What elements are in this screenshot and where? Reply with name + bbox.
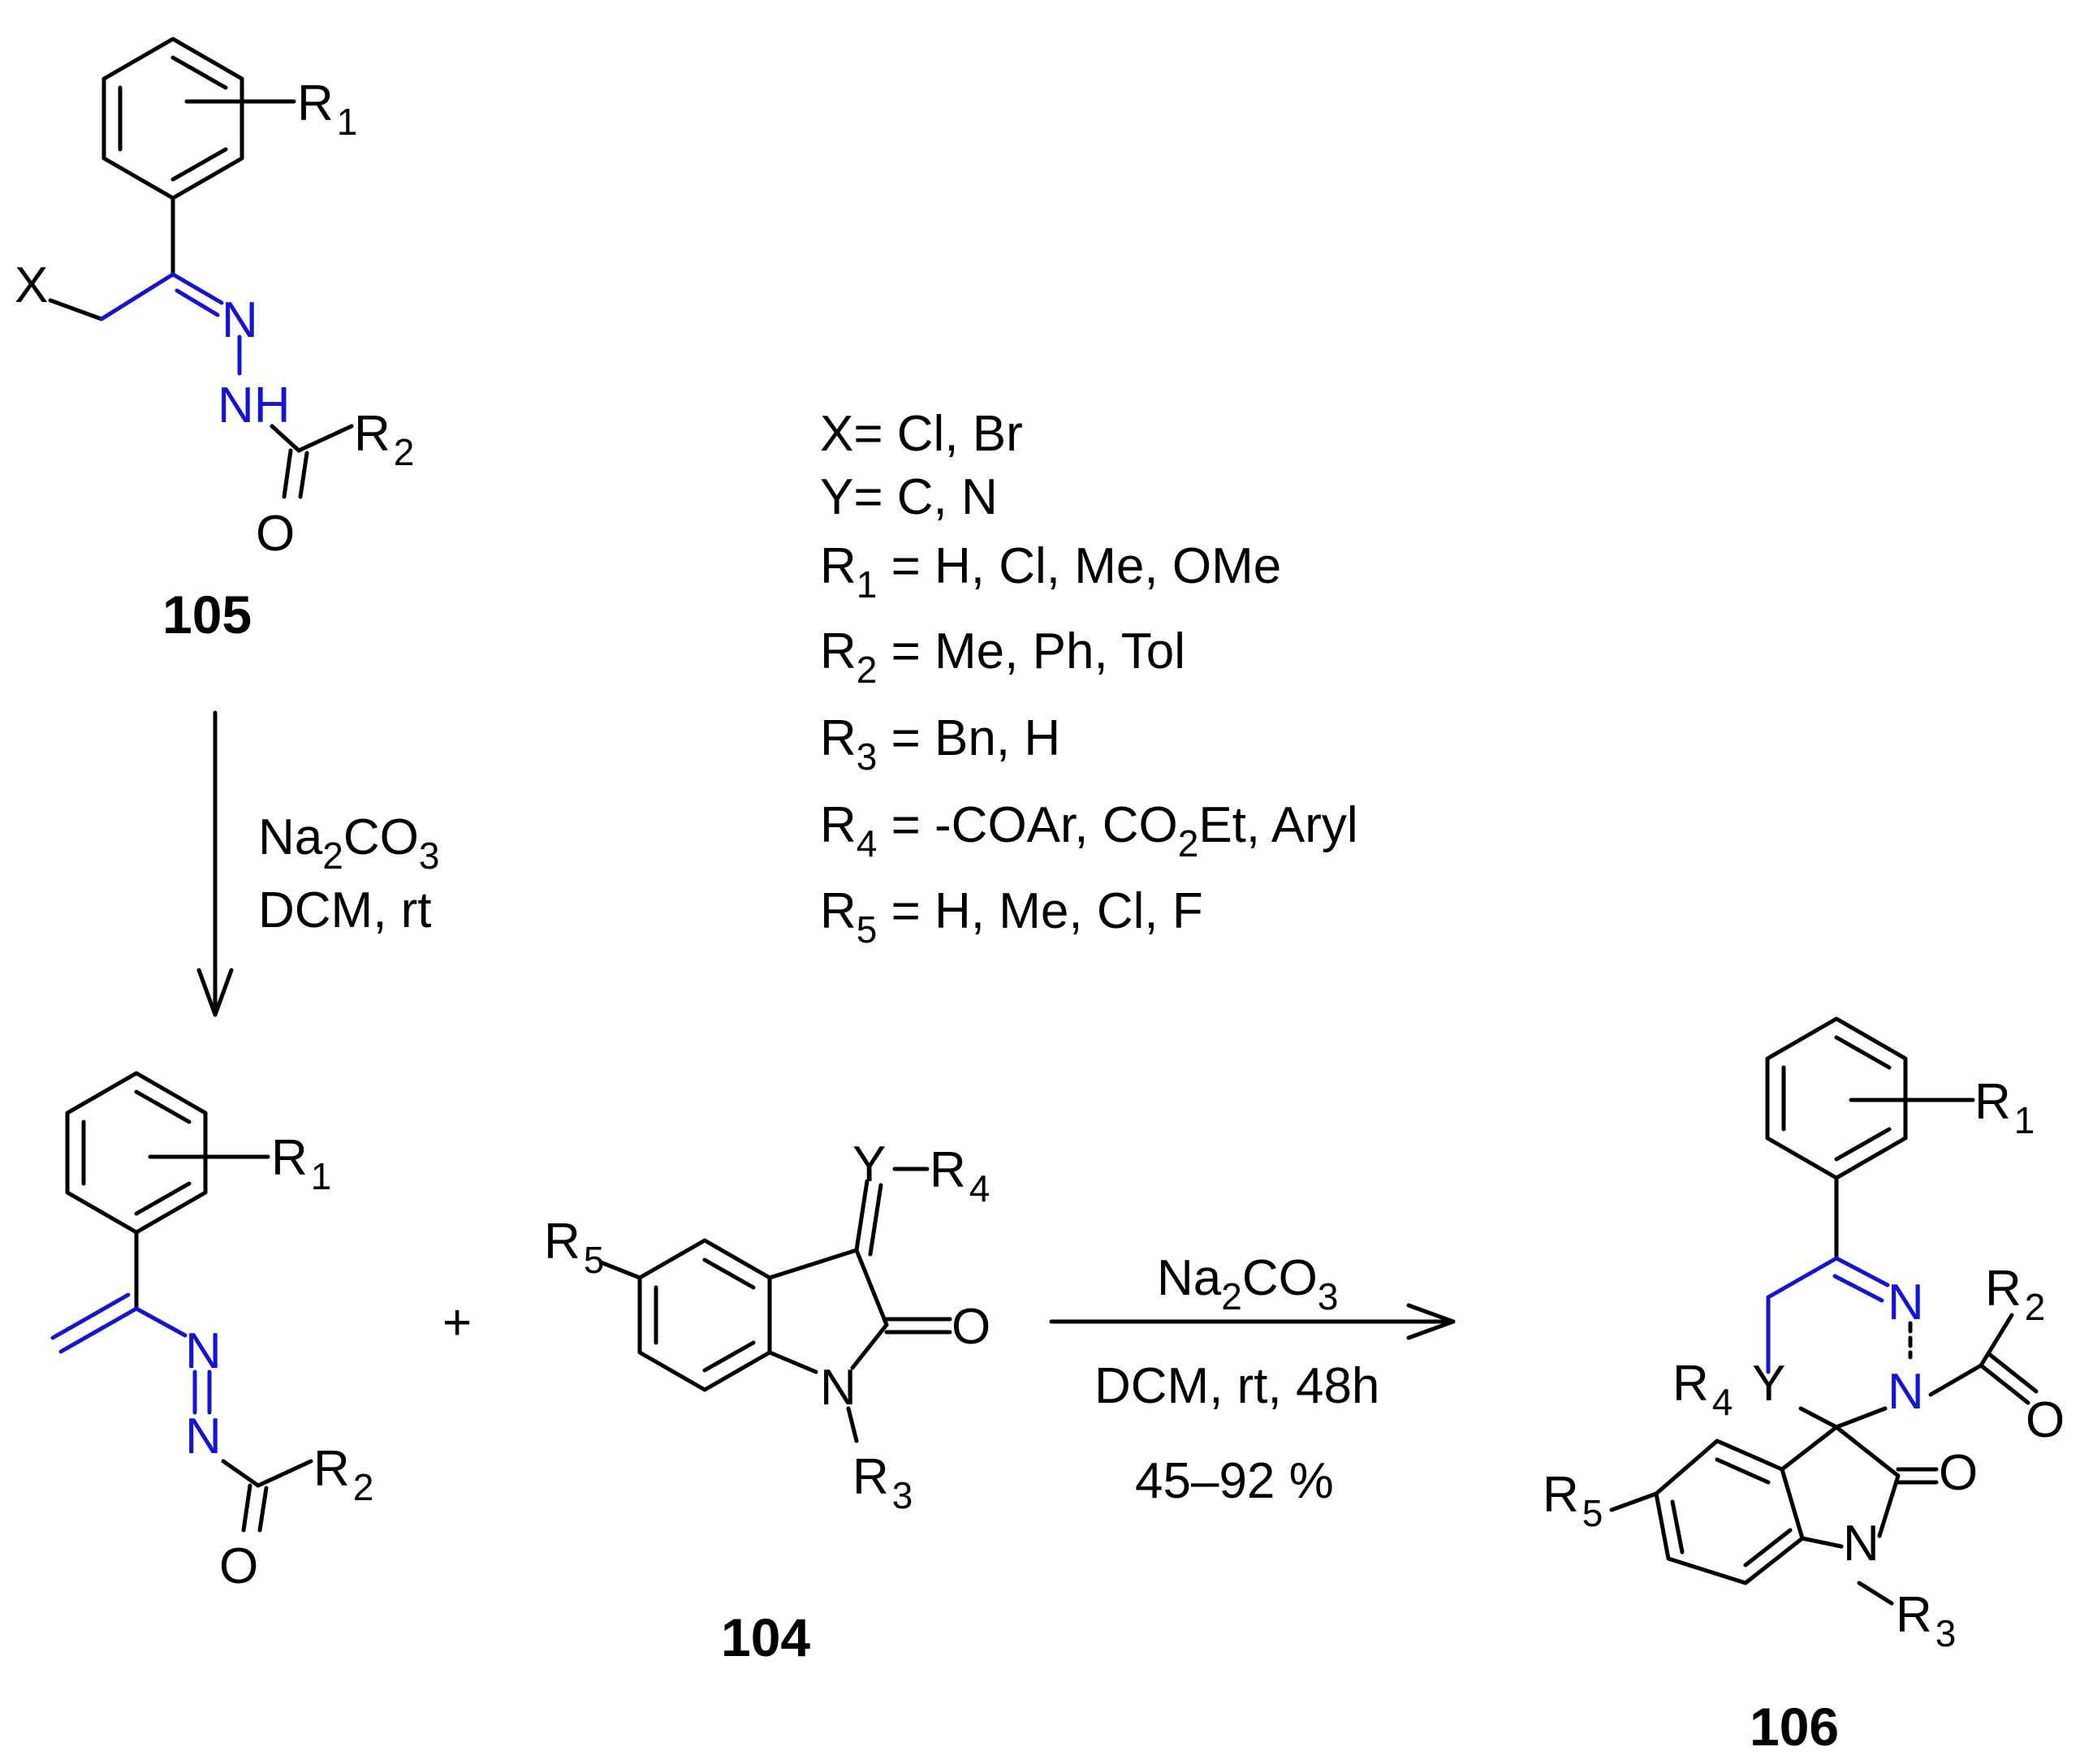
r1-label: R1 — [297, 75, 357, 143]
legend-r3: R3 = Bn, H — [820, 710, 1060, 778]
step2-reagent: Na2CO3 — [1157, 1250, 1338, 1318]
legend-r4: R4 = -COAr, CO2Et, Aryl — [820, 797, 1358, 865]
azoalkene-intermediate: R1 N N R2 O — [50, 1071, 373, 1594]
benzene-ring — [637, 1238, 772, 1392]
plus-sign: + — [442, 1295, 472, 1351]
r2-label: R2 — [354, 406, 414, 473]
r5-label: R5 — [544, 1214, 604, 1281]
benzene-ring — [101, 37, 244, 201]
r1-label: R1 — [1974, 1074, 2035, 1141]
carbonyl-o-label: O — [256, 506, 295, 562]
ring-n-label: N — [1888, 1364, 1924, 1420]
r4-label: R4 — [930, 1142, 990, 1210]
step2-arrow — [1049, 1303, 1456, 1340]
step1-reagent: Na2CO3 — [258, 809, 439, 877]
substituent-legend: X= Cl, Br Y= C, N R1 = H, Cl, Me, OMe R2… — [820, 406, 1358, 951]
step2-conditions: DCM, rt, 48h — [1094, 1358, 1379, 1414]
hydrazone-n-label: N — [1888, 1274, 1924, 1331]
carbonyl-o-label: O — [952, 1299, 990, 1355]
r4-label: R4 — [1672, 1356, 1733, 1423]
compound-106: R1 N N R2 O R4 Y O R5 N R3 106 — [1543, 1016, 2065, 1757]
imine-n-label: N — [222, 292, 258, 348]
compound-number-106: 106 — [1750, 1697, 1839, 1757]
step2-yield: 45–92 % — [1135, 1453, 1334, 1509]
legend-r1: R1 = H, Cl, Me, OMe — [820, 538, 1281, 606]
x-label: X — [15, 257, 48, 313]
r2-label: R2 — [1985, 1261, 2045, 1328]
compound-104: Y R4 R5 O N R3 104 — [544, 1136, 990, 1667]
r2-label: R2 — [313, 1441, 373, 1508]
legend-r5: R5 = H, Me, Cl, F — [820, 883, 1203, 951]
benzene-ring — [65, 1071, 208, 1235]
y-label: Y — [852, 1136, 886, 1193]
compound-number-104: 104 — [721, 1607, 810, 1667]
legend-x: X= Cl, Br — [820, 406, 1023, 462]
nh-label: NH — [218, 377, 291, 433]
legend-r2: R2 = Me, Ph, Tol — [820, 623, 1185, 691]
benzene-ring — [1654, 1438, 1805, 1585]
y-label: Y — [1752, 1356, 1785, 1412]
r1-label: R1 — [271, 1130, 331, 1197]
indole-n-label: N — [820, 1360, 857, 1416]
step1-conditions: DCM, rt — [258, 882, 432, 938]
azo-n1-label: N — [185, 1323, 222, 1379]
indole-n-label: N — [1843, 1516, 1879, 1572]
r3-label: R3 — [852, 1449, 913, 1516]
r3-label: R3 — [1896, 1587, 1956, 1654]
lactam-o-label: O — [1939, 1445, 1978, 1501]
legend-y: Y= C, N — [820, 469, 998, 525]
acyl-o-label: O — [2026, 1392, 2065, 1448]
compound-105: X N NH R1 R2 O 105 — [15, 37, 414, 645]
compound-number-105: 105 — [162, 584, 252, 645]
azo-n2-label: N — [185, 1408, 222, 1464]
r5-label: R5 — [1543, 1467, 1603, 1534]
step1-arrow — [196, 710, 234, 1017]
carbonyl-o-label: O — [219, 1538, 258, 1594]
